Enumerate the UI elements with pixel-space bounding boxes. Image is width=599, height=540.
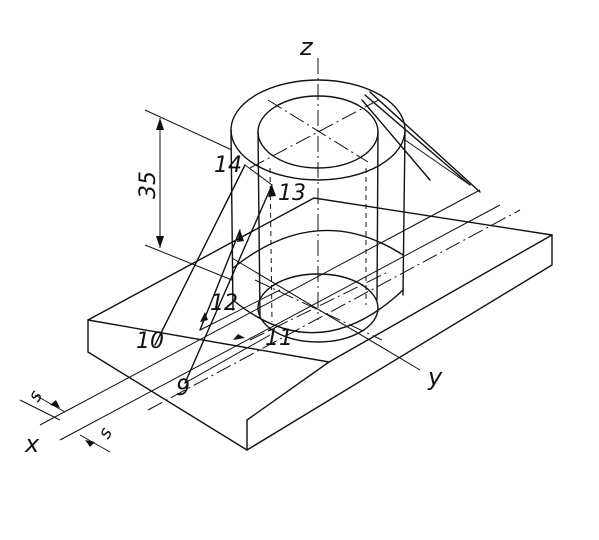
- plate-top-front-edge: [246, 361, 330, 421]
- line-12-up: [199, 229, 241, 331]
- line-10-14: [154, 164, 246, 346]
- s-dim-bottom-line: [79, 434, 111, 453]
- tangent-line-3: [361, 99, 431, 181]
- arrow-12: [200, 312, 208, 322]
- line-9-11: [184, 334, 271, 384]
- hole-right-edge: [376, 131, 379, 301]
- x-axis-line-2: [59, 204, 501, 441]
- top-center-line-a: [267, 99, 369, 163]
- bottom-center-line-a: [254, 279, 383, 341]
- cylinder-left-side: [230, 129, 234, 311]
- point-12-label: 12: [210, 291, 238, 316]
- tangent-line-1: [364, 94, 471, 186]
- line-12-11: [199, 289, 281, 331]
- dim-ext-top: [144, 109, 233, 151]
- point-10-label: 10: [136, 329, 164, 354]
- x-axis-label: x: [24, 430, 40, 458]
- hole-hidden-left: [269, 167, 273, 323]
- axes: [19, 58, 521, 441]
- point-14-label: 14: [214, 153, 242, 178]
- cylinder-right-side: [402, 129, 406, 296]
- dimension-35-label: 35: [136, 171, 161, 199]
- plate-left-face: [87, 319, 248, 451]
- hole-left-edge: [257, 131, 261, 319]
- base-plate: [87, 197, 553, 451]
- tangent-line-4: [404, 139, 471, 186]
- line-9-13: [184, 184, 273, 384]
- x-axis-line-1: [39, 189, 481, 426]
- s-arrow-top: [50, 400, 60, 408]
- point-9-label: 9: [176, 376, 190, 401]
- x-axis-stub: [19, 399, 61, 421]
- arrow-12-up: [237, 230, 244, 242]
- dimension-35: 35: [136, 109, 233, 281]
- cylinder-mid-arc: [232, 229, 404, 269]
- point-11-label: 11: [265, 326, 293, 351]
- arrow-11: [233, 334, 245, 340]
- construction-lines: [154, 91, 481, 384]
- s-arrow-bottom: [85, 440, 95, 447]
- s-label-top: s: [24, 387, 47, 406]
- s-dimensions: [34, 394, 111, 453]
- s-label-bottom: s: [94, 424, 117, 443]
- point-13-label: 13: [278, 181, 306, 206]
- arrow-13: [268, 185, 276, 197]
- x-axis-center-line: [147, 209, 521, 411]
- tangent-line-2: [369, 91, 481, 193]
- z-axis-label: z: [299, 33, 314, 61]
- dim-arrow-bottom: [156, 236, 164, 248]
- dim-ext-bottom: [144, 244, 233, 281]
- line-14-13: [244, 164, 273, 186]
- dim-arrow-top: [156, 118, 164, 130]
- plate-right-face: [246, 234, 553, 451]
- s-dim-top-line: [34, 394, 66, 413]
- cylinder-bottom-arc: [232, 289, 404, 334]
- y-axis-label: y: [427, 363, 443, 391]
